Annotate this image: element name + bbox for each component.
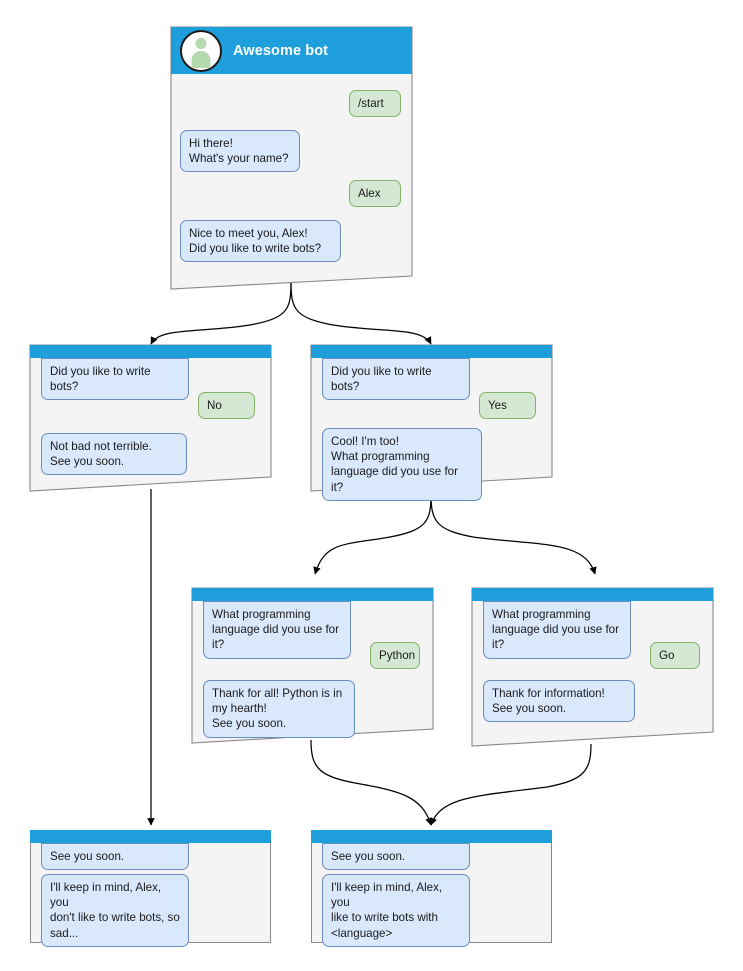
card-header-end-no: [30, 830, 271, 843]
message-bubble: Alex: [349, 180, 401, 208]
edge-yes-to-python: [313, 493, 432, 575]
message-bubble: Thank for information! See you soon.: [483, 680, 635, 723]
message-bubble: Yes: [479, 392, 536, 420]
message-bubble: Nice to meet you, Alex! Did you like to …: [180, 220, 341, 263]
card-header-answer-yes: [311, 345, 552, 358]
bot-name-label: Awesome bot: [233, 42, 329, 59]
message-bubble: What programming language did you use fo…: [483, 601, 631, 659]
edge-start-to-yes: [290, 282, 432, 345]
chat-card-start[interactable]: Awesome bot /start Hi there! What's your…: [170, 26, 413, 290]
message-bubble: Python: [370, 642, 420, 670]
message-bubble: See you soon.: [41, 843, 189, 871]
edge-start-to-no: [150, 282, 292, 345]
chat-card-end-no[interactable]: See you soon. I'll keep in mind, Alex, y…: [30, 830, 271, 947]
message-bubble: Hi there! What's your name?: [180, 130, 300, 173]
message-bubble: Did you like to write bots?: [322, 358, 470, 401]
message-bubble: Cool! I'm too! What programming language…: [322, 428, 482, 501]
message-bubble: /start: [349, 90, 401, 118]
chat-card-end-yes[interactable]: See you soon. I'll keep in mind, Alex, y…: [311, 830, 552, 947]
message-bubble: Thank for all! Python is in my hearth! S…: [203, 680, 355, 738]
card-header-start: Awesome bot: [171, 27, 412, 74]
chat-card-language-python[interactable]: What programming language did you use fo…: [191, 587, 434, 744]
message-bubble: Not bad not terrible. See you soon.: [41, 433, 187, 476]
card-header-language-python: [192, 588, 433, 601]
user-avatar-icon: [180, 29, 222, 72]
message-bubble: Go: [650, 642, 700, 670]
message-bubble: What programming language did you use fo…: [203, 601, 351, 659]
edge-yes-to-go: [430, 493, 597, 575]
chat-card-language-go[interactable]: What programming language did you use fo…: [471, 587, 714, 747]
card-header-answer-no: [30, 345, 271, 358]
edge-python-to-end-yes: [310, 739, 433, 826]
card-header-end-yes: [311, 830, 552, 843]
edge-go-to-end-yes: [429, 743, 592, 826]
chat-card-answer-yes[interactable]: Did you like to write bots? Yes Cool! I'…: [310, 344, 553, 501]
card-header-language-go: [472, 588, 713, 601]
chat-card-answer-no[interactable]: Did you like to write bots? No Not bad n…: [29, 344, 272, 492]
message-bubble: I'll keep in mind, Alex, you like to wri…: [322, 874, 470, 947]
message-bubble: I'll keep in mind, Alex, you don't like …: [41, 874, 189, 947]
message-bubble: Did you like to write bots?: [41, 358, 189, 401]
message-bubble: See you soon.: [322, 843, 470, 871]
message-bubble: No: [198, 392, 255, 420]
